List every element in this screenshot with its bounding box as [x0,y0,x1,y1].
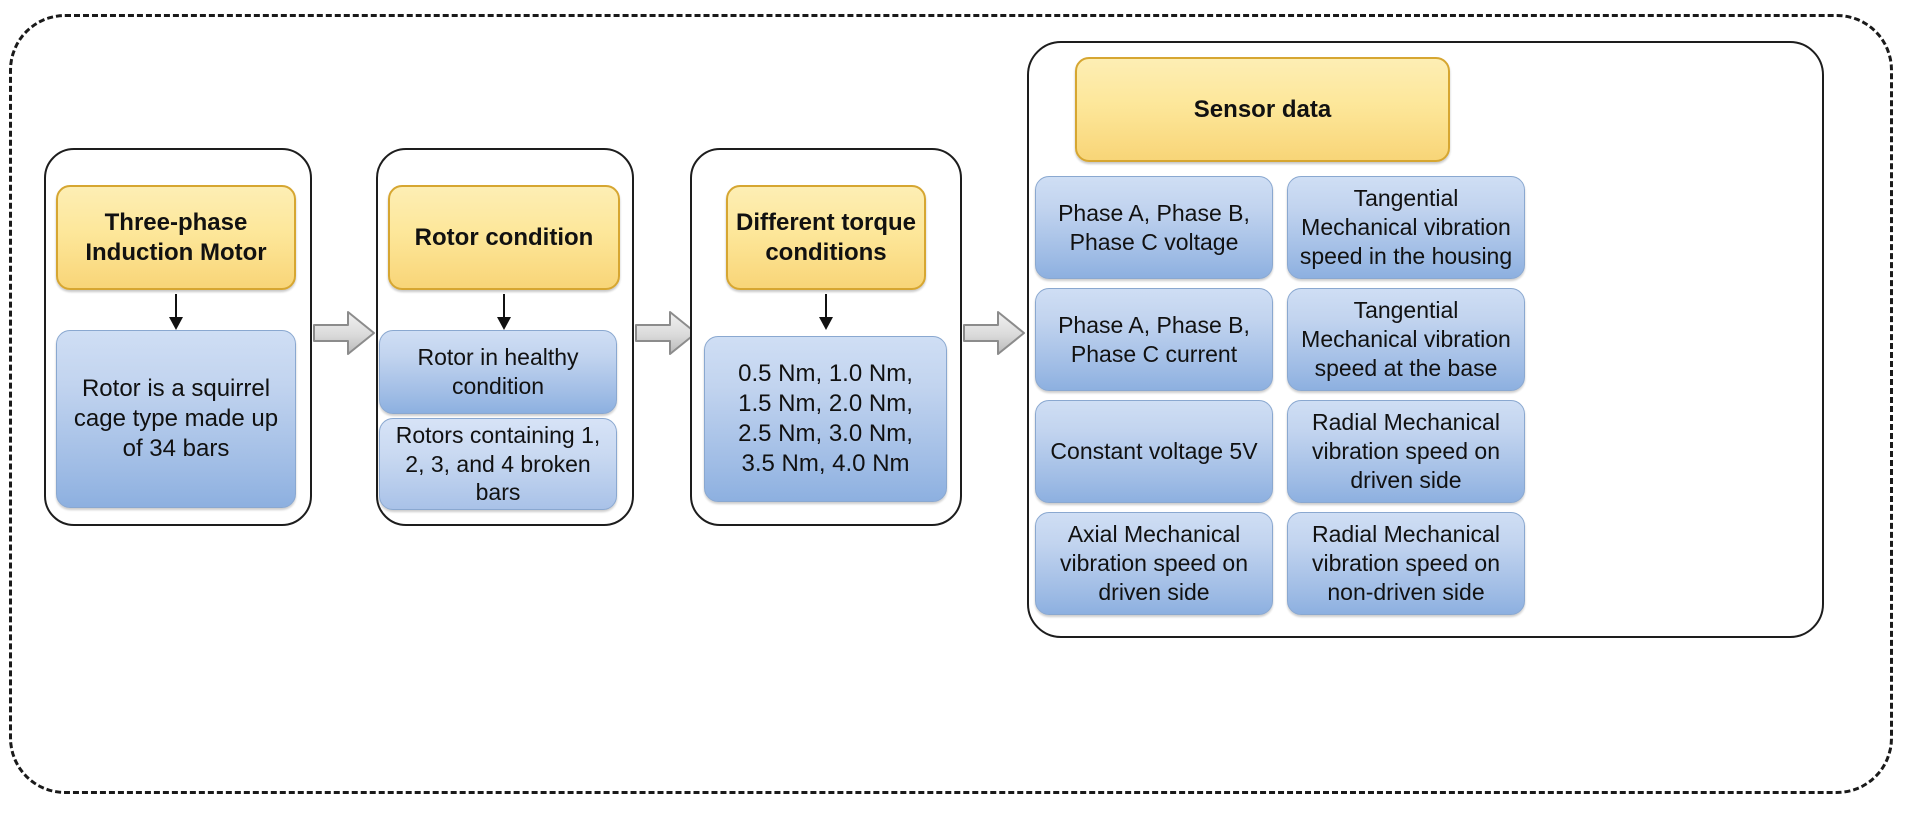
sensor-item-left-3: Axial Mechanical vibration speed on driv… [1035,512,1273,615]
stage-item-rotor-condition-1: Rotors containing 1, 2, 3, and 4 broken … [379,418,617,510]
torque-line-2: 2.5 Nm, 3.0 Nm, [738,420,913,447]
down-arrow-icon-rotor-condition [503,294,505,318]
stage-item-rotor-condition-1-label: Rotors containing 1, 2, 3, and 4 broken … [395,421,601,506]
stage-header-rotor-condition-label: Rotor condition [414,223,594,251]
outer-dashed-boundary [9,14,1893,794]
right-block-arrow-icon-1 [313,311,375,355]
sensor-item-left-1-label: Phase A, Phase B, Phase C current [1058,311,1250,367]
stage-item-motor-0-label: Rotor is a squirrel cage type made up of… [73,374,279,463]
stage-header-rotor-condition: Rotor condition [388,185,620,290]
right-block-arrow-icon-2 [635,311,697,355]
sensor-item-right-2-label: Radial Mechanical vibration speed on dri… [1312,409,1500,493]
sensor-item-left-3-label: Axial Mechanical vibration speed on driv… [1060,521,1248,605]
stage-item-torque-conditions-0: 0.5 Nm, 1.0 Nm, 1.5 Nm, 2.0 Nm, 2.5 Nm, … [704,336,947,502]
sensor-item-right-0-label: Tangential Mechanical vibration speed in… [1299,185,1513,269]
stage-item-rotor-condition-0-label: Rotor in healthy condition [417,344,579,399]
sensor-item-right-0: Tangential Mechanical vibration speed in… [1287,176,1525,279]
sensor-data-header-label: Sensor data [1193,95,1332,123]
right-block-arrow-icon-3 [963,311,1025,355]
sensor-item-right-3: Radial Mechanical vibration speed on non… [1287,512,1525,615]
sensor-item-left-2: Constant voltage 5V [1035,400,1273,503]
sensor-item-left-0: Phase A, Phase B, Phase C voltage [1035,176,1273,279]
stage-item-rotor-condition-0: Rotor in healthy condition [379,330,617,414]
torque-line-1: 1.5 Nm, 2.0 Nm, [738,389,913,417]
down-arrow-icon-torque-conditions [825,294,827,318]
sensor-item-left-0-label: Phase A, Phase B, Phase C voltage [1058,199,1250,255]
stage-item-motor-0: Rotor is a squirrel cage type made up of… [56,330,296,508]
stage-header-motor-label: Three-phase Induction Motor [85,208,267,266]
torque-line-0: 0.5 Nm, 1.0 Nm, [738,359,913,387]
sensor-data-header: Sensor data [1075,57,1450,162]
stage-header-torque-conditions: Different torque conditions [726,185,926,290]
sensor-item-right-1: Tangential Mechanical vibration speed at… [1287,288,1525,391]
sensor-item-left-1: Phase A, Phase B, Phase C current [1035,288,1273,391]
down-arrow-icon-motor [175,294,177,318]
stage-header-torque-conditions-label: Different torque conditions [736,208,916,266]
sensor-item-right-3-label: Radial Mechanical vibration speed on non… [1312,521,1500,605]
sensor-item-right-2: Radial Mechanical vibration speed on dri… [1287,400,1525,503]
torque-line-3: 3.5 Nm, 4.0 Nm [741,450,910,478]
stage-header-motor: Three-phase Induction Motor [56,185,296,290]
sensor-item-left-2-label: Constant voltage 5V [1050,438,1258,465]
sensor-item-right-1-label: Tangential Mechanical vibration speed at… [1301,297,1511,381]
